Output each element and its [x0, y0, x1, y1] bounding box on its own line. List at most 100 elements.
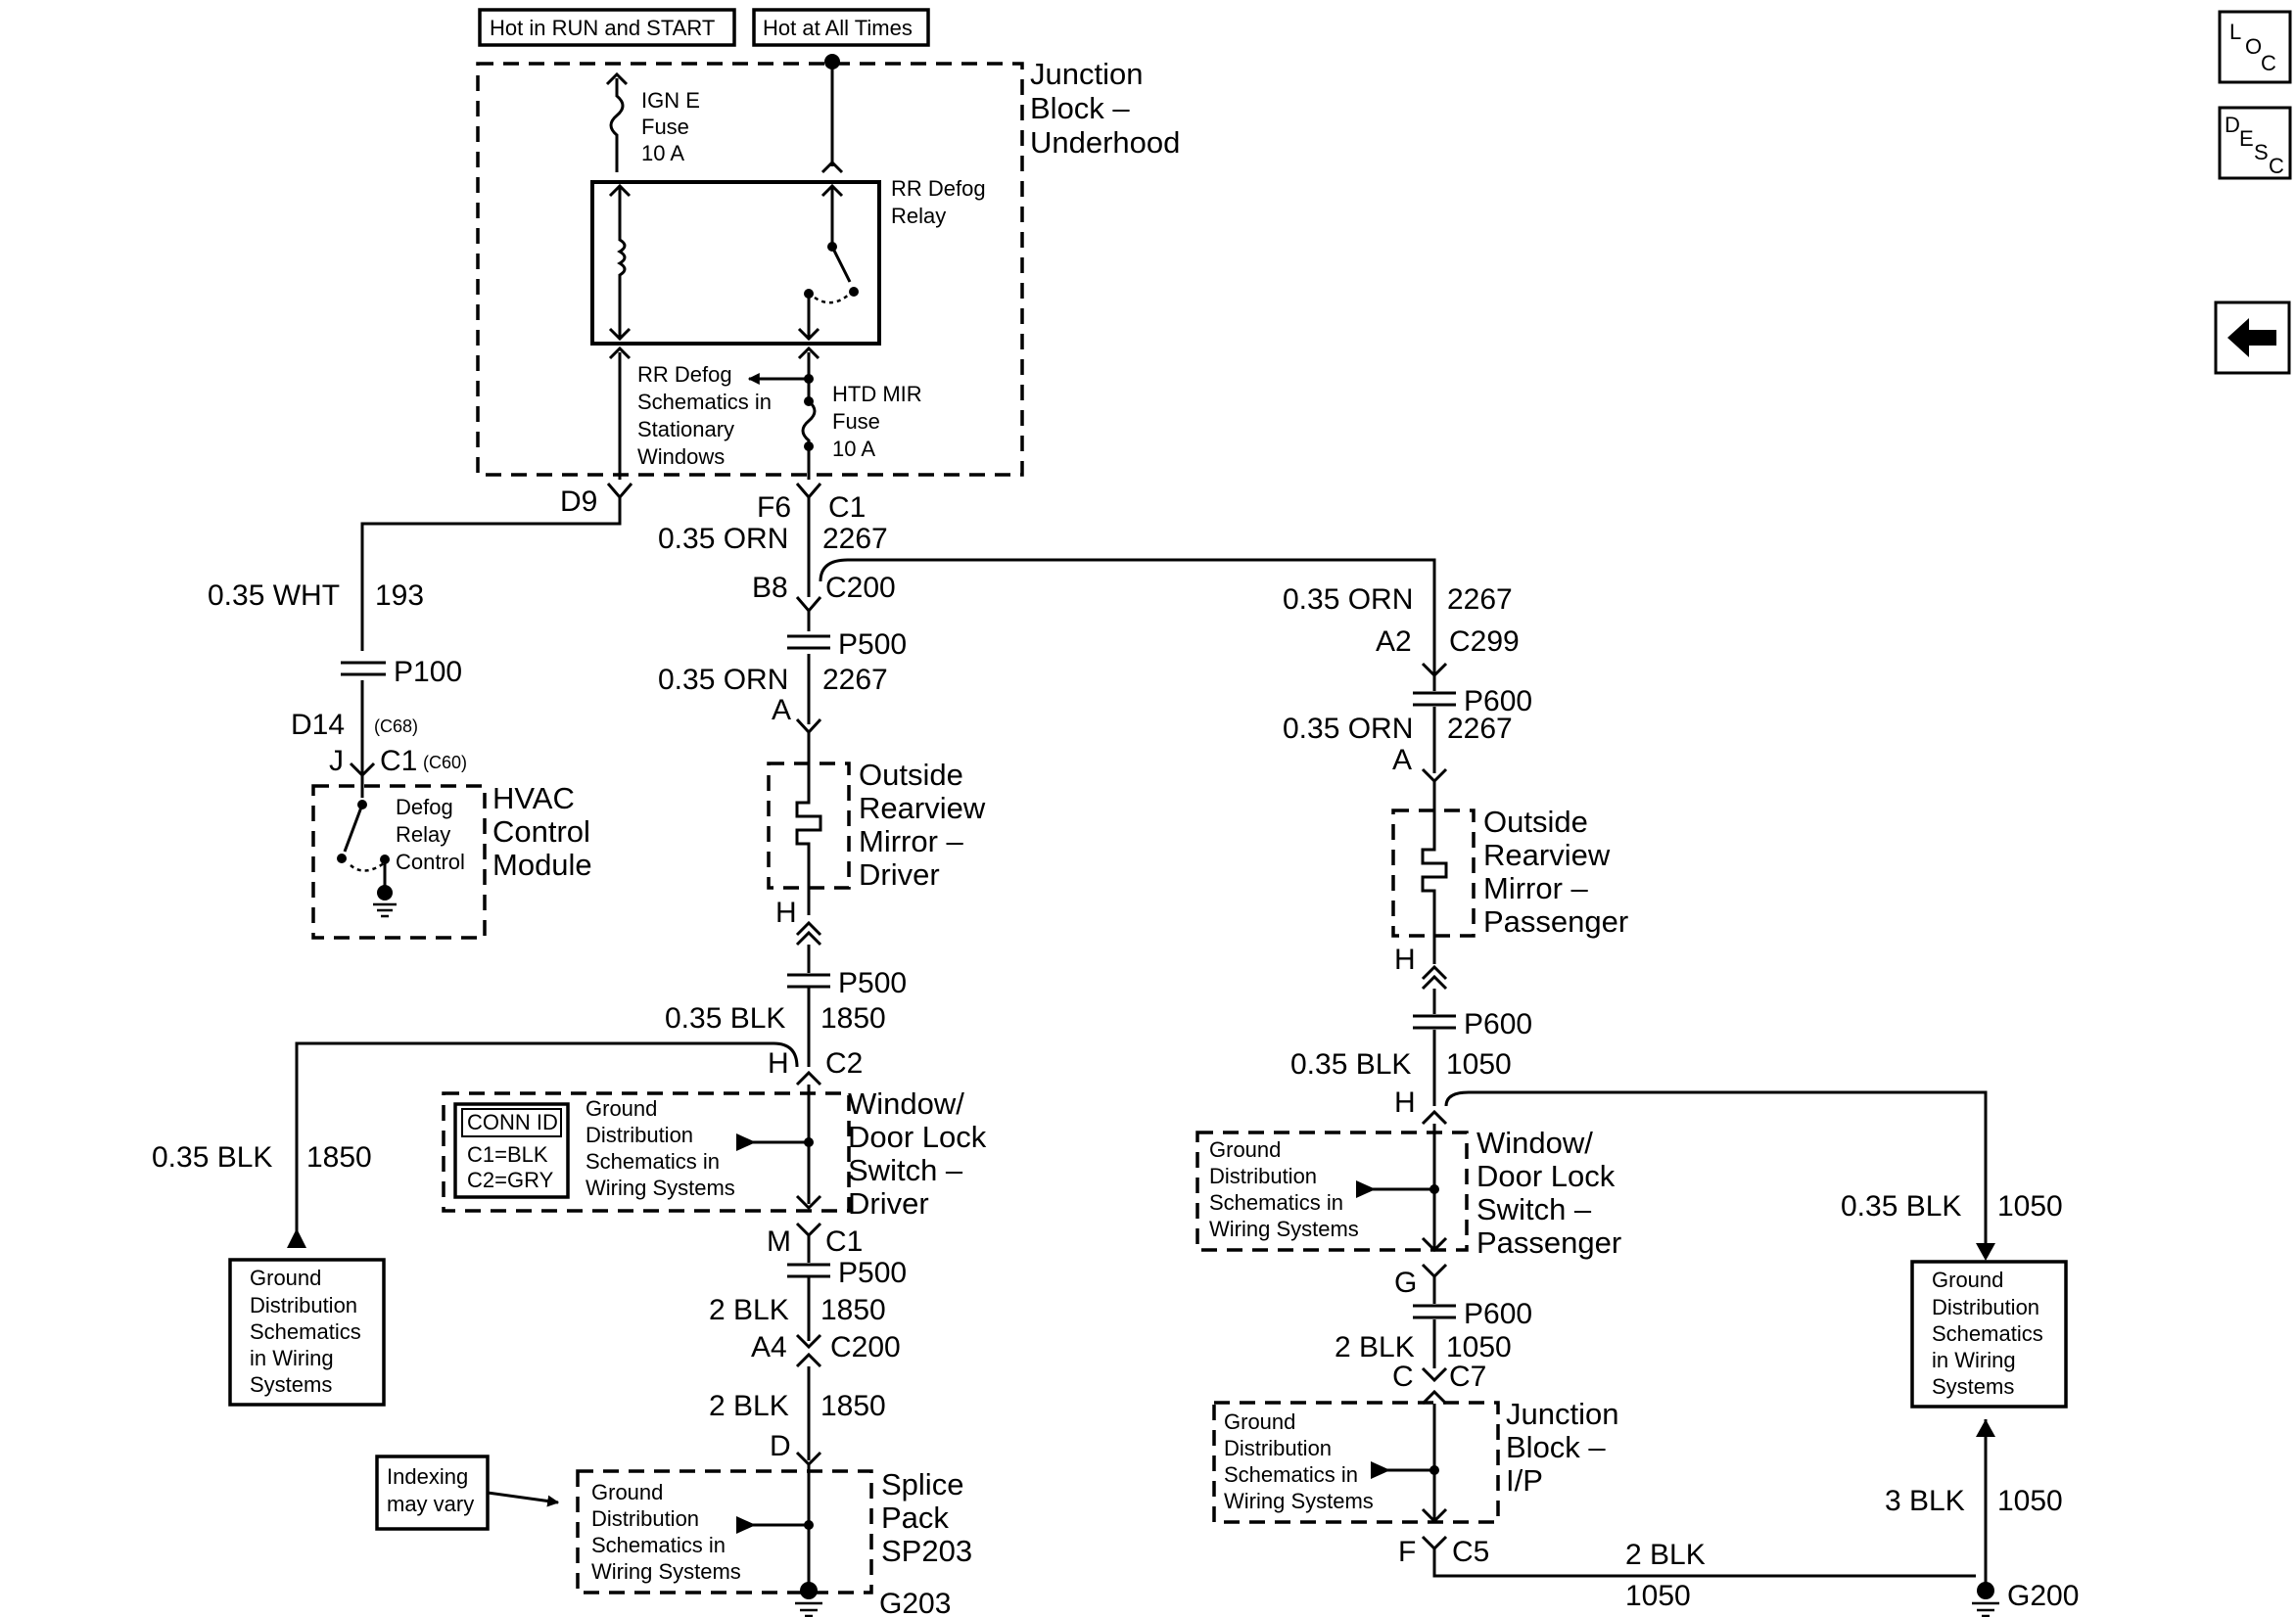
desc-button-frame[interactable]	[2218, 106, 2292, 180]
conn-c68: (C68)	[374, 716, 418, 736]
conn-id-box	[453, 1102, 570, 1199]
conn-c299: C299	[1449, 625, 1520, 658]
conn-p500-a: P500	[838, 628, 907, 661]
conn-c200-b: C200	[830, 1331, 901, 1363]
loc-button-frame[interactable]	[2218, 10, 2292, 84]
conn-a2: A2	[1376, 625, 1412, 658]
fuse-dot-2	[804, 441, 814, 451]
wire-1850-gauge-a: 0.35 BLK	[665, 1002, 785, 1035]
conn-id-c1: C1=BLK	[467, 1142, 548, 1167]
g203-ground-icon	[800, 1582, 818, 1599]
wire-1850-gauge-b: 0.35 BLK	[152, 1141, 272, 1174]
conn-c200-a: C200	[825, 572, 896, 604]
desc-button[interactable]: D E S C	[2218, 106, 2292, 180]
loc-letter-o: O	[2245, 34, 2262, 59]
hvac-module-label: HVAC Control Module	[492, 781, 599, 882]
wire-1050-circuit-e: 1050	[1625, 1580, 1691, 1612]
hvac-switch-dash	[350, 861, 385, 872]
wire-1850-circuit-b: 1850	[306, 1141, 372, 1174]
conn-m: M	[767, 1225, 791, 1258]
hvac-switch-arm	[343, 804, 364, 853]
wire-1850-ground-branch	[295, 1041, 799, 1238]
desc-letter-c: C	[2269, 154, 2284, 178]
splice-pack-label: Splice Pack SP203	[881, 1467, 972, 1568]
switch-driver-outline	[442, 1091, 851, 1213]
wire-2267-circuit-d: 2267	[1447, 713, 1513, 745]
switch-passenger-ground-arrow	[1356, 1180, 1376, 1198]
relay-coil-icon	[617, 186, 627, 339]
relay-switch-output-wire	[797, 346, 820, 377]
conn-f6: F6	[757, 491, 791, 524]
p500-lower	[787, 1263, 830, 1278]
p600-lower	[1413, 1304, 1456, 1319]
conn-id-title: CONN ID	[467, 1110, 558, 1134]
relay-contact-dot-2	[849, 287, 859, 297]
wire-1050-to-g200	[1421, 1535, 1976, 1578]
loc-button[interactable]: L O C	[2218, 10, 2292, 84]
ign-fuse-arrow	[605, 71, 629, 86]
conn-h-passenger-mirror: H	[1394, 944, 1416, 976]
switch-passenger-ground-ref: Ground Distribution Schematics in Wiring…	[1209, 1137, 1359, 1241]
indexing-note-box	[375, 1455, 490, 1531]
junction-block-ip-ground-arrow	[1371, 1461, 1390, 1479]
splice-pack-outline	[576, 1469, 873, 1594]
wire-193-circuit: 193	[375, 579, 424, 612]
switch-passenger-conn-mark	[1421, 1263, 1448, 1304]
conn-c2: C2	[825, 1047, 863, 1080]
ground-box-right-arrow-top	[1976, 1243, 1995, 1261]
conn-h-driver-mirror: H	[775, 897, 797, 929]
rr-defog-relay-box	[590, 180, 881, 346]
conn-id-title-box	[461, 1108, 562, 1137]
wire-1050-circuit-c: 1050	[1446, 1331, 1512, 1363]
wire-2267-gauge-b: 0.35 ORN	[658, 664, 788, 696]
conn-p100: P100	[394, 656, 462, 688]
conn-c-ip: C	[1392, 1361, 1414, 1393]
relay-switch-arrow	[820, 183, 844, 198]
switch-driver-label: Window/ Door Lock Switch – Driver	[848, 1086, 995, 1221]
hot-run-start-box	[478, 8, 736, 47]
junction-block-ip-ground-ref: Ground Distribution Schematics in Wiring…	[1224, 1409, 1374, 1513]
conn-p600-b: P600	[1464, 1008, 1532, 1040]
hvac-switch-dot-2	[337, 854, 347, 863]
p500-mid	[787, 973, 830, 989]
ground-g203: G203	[879, 1588, 951, 1617]
wire-193-gauge: 0.35 WHT	[208, 579, 340, 612]
loc-letter-c: C	[2261, 51, 2276, 75]
wire-1050-gauge-b: 0.35 BLK	[1841, 1190, 1961, 1223]
conn-c1-top: C1	[828, 491, 866, 524]
back-button[interactable]	[2214, 300, 2291, 375]
conn-c1-hvac: C1	[380, 745, 417, 777]
relay-switch-dash	[814, 293, 851, 304]
wire-1050-circuit-b: 1050	[1997, 1190, 2063, 1223]
wire-2267-circuit-b: 2267	[822, 664, 888, 696]
junction-block-underhood-outline	[476, 62, 1024, 477]
mirror-driver-heater-icon	[795, 732, 822, 915]
switch-driver-ground-ref: Ground Distribution Schematics in Wiring…	[586, 1096, 735, 1200]
conn-a4: A4	[751, 1331, 787, 1363]
c299-mark	[1421, 662, 1448, 691]
p100-pass-through	[341, 661, 386, 676]
switch-passenger-outline	[1195, 1131, 1469, 1252]
conn-b8: B8	[752, 572, 788, 604]
conn-c1-switch: C1	[825, 1225, 863, 1258]
fuse-dot	[804, 396, 814, 406]
relay-output-arrow	[797, 294, 820, 342]
wire-1050-gauge-c: 2 BLK	[1335, 1331, 1415, 1363]
switch-passenger-out-mark	[1421, 1236, 1448, 1253]
ground-box-right	[1910, 1260, 2068, 1409]
ground-box-right-label: Ground Distribution Schematics in Wiring…	[1932, 1268, 2049, 1399]
hvac-ground-icon	[377, 885, 393, 901]
conn-p600-a: P600	[1464, 685, 1532, 717]
conn-d14: D14	[291, 709, 345, 741]
p500-top	[787, 634, 830, 650]
g203-ground-symbol	[795, 1601, 822, 1617]
p600-top	[1413, 691, 1456, 707]
conn-c60: (C60)	[423, 753, 467, 772]
ground-g200: G200	[2007, 1580, 2079, 1612]
switch-passenger-in-mark	[1421, 1109, 1448, 1126]
rr-defog-schematics-ref: RR Defog Schematics in Stationary Window…	[637, 362, 777, 469]
c200-lower-mark	[795, 1333, 822, 1368]
conn-c5: C5	[1452, 1536, 1489, 1568]
wire-1050-gauge-f: 3 BLK	[1885, 1485, 1965, 1517]
mirror-driver-label: Outside Rearview Mirror – Driver	[859, 758, 994, 892]
